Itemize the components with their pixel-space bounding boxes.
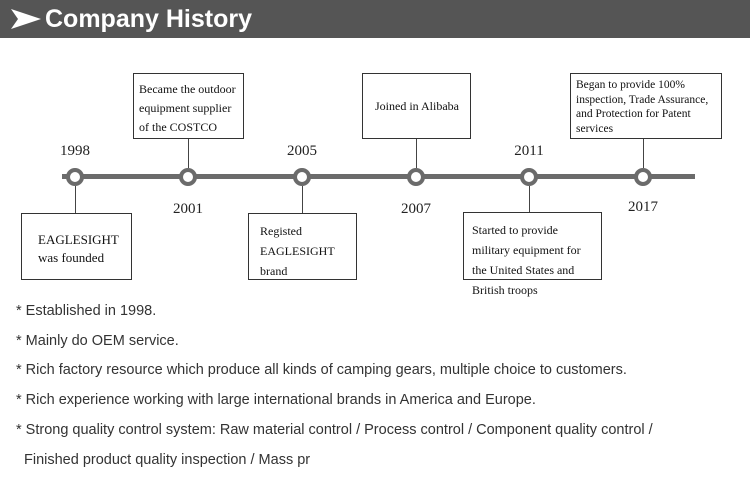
year-label-2011: 2011 — [514, 143, 544, 159]
list-item: Finished product quality inspection / Ma… — [24, 452, 311, 468]
year-label-2005: 2005 — [287, 143, 317, 159]
event-text-2001: Became the outdoor equipment supplier of… — [139, 82, 236, 134]
header-bar: Company History — [0, 0, 750, 38]
year-label-2001: 2001 — [173, 201, 203, 217]
event-box-2017: Began to provide 100% inspection, Trade … — [570, 73, 722, 139]
list-item: * Rich factory resource which produce al… — [16, 362, 627, 378]
timeline-node-2017 — [634, 168, 652, 186]
event-text-2007: Joined in Alibaba — [375, 99, 459, 113]
year-label-1998: 1998 — [60, 143, 90, 159]
event-box-1998: EAGLESIGHT was founded — [21, 213, 132, 280]
timeline-node-2011 — [520, 168, 538, 186]
page-title: Company History — [45, 5, 252, 33]
arrow-right-icon — [11, 9, 41, 29]
timeline-node-1998 — [66, 168, 84, 186]
connector-2001 — [188, 139, 189, 168]
connector-2017 — [643, 139, 644, 168]
event-text-2017: Began to provide 100% inspection, Trade … — [576, 79, 709, 135]
year-label-2007: 2007 — [401, 201, 431, 217]
list-item: * Rich experience working with large int… — [16, 392, 536, 408]
list-item: * Established in 1998. — [16, 303, 157, 319]
year-label-2017: 2017 — [628, 199, 658, 215]
event-box-2007: Joined in Alibaba — [362, 73, 471, 139]
list-item: * Mainly do OEM service. — [16, 333, 179, 349]
event-box-2005: Registed EAGLESIGHT brand — [248, 213, 357, 280]
connector-2005 — [302, 186, 303, 213]
event-box-2001: Became the outdoor equipment supplier of… — [133, 73, 244, 139]
connector-2011 — [529, 186, 530, 212]
timeline-node-2005 — [293, 168, 311, 186]
event-text-1998: EAGLESIGHT was founded — [38, 232, 119, 265]
timeline-line — [62, 174, 695, 179]
event-text-2011: Started to provide military equipment fo… — [472, 223, 581, 297]
timeline-node-2007 — [407, 168, 425, 186]
connector-2007 — [416, 139, 417, 168]
list-item: * Strong quality control system: Raw mat… — [16, 422, 653, 438]
event-text-2005: Registed EAGLESIGHT brand — [260, 224, 335, 278]
connector-1998 — [75, 186, 76, 213]
event-box-2011: Started to provide military equipment fo… — [463, 212, 602, 297]
timeline-node-2001 — [179, 168, 197, 186]
